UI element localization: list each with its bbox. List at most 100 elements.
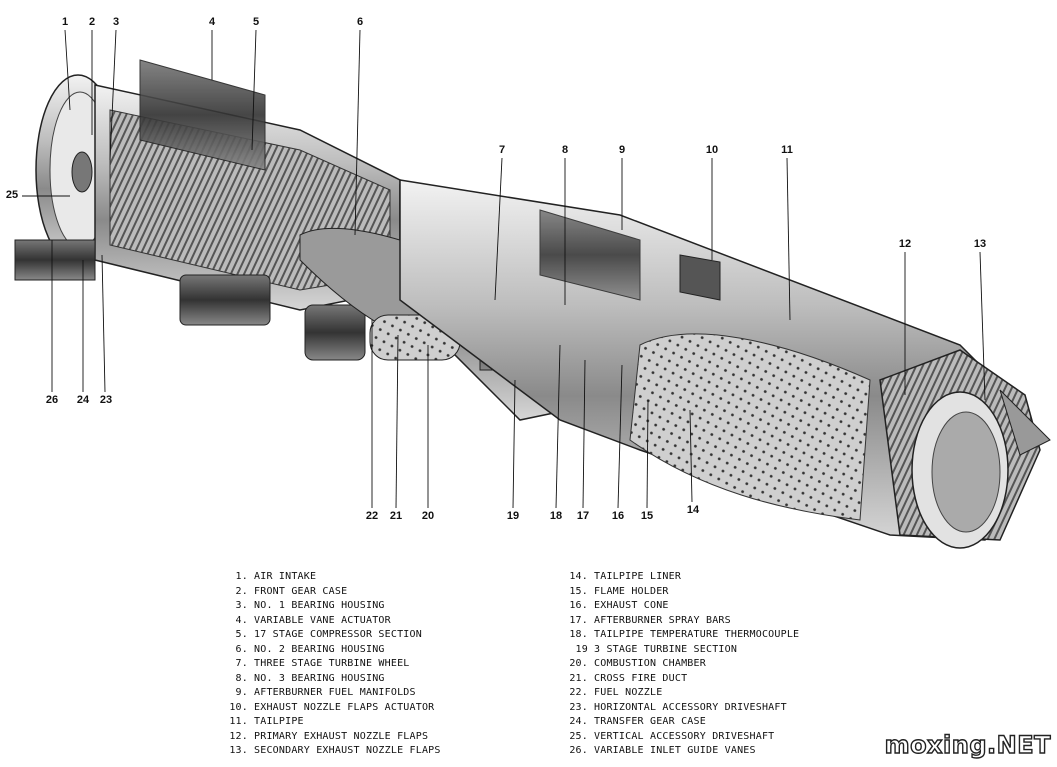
legend-item-label: CROSS FIRE DUCT: [594, 672, 688, 684]
callout-24: 24: [76, 394, 90, 406]
legend-item-label: VERTICAL ACCESSORY DRIVESHAFT: [594, 730, 775, 742]
legend-item: 23. HORIZONTAL ACCESSORY DRIVESHAFT: [566, 701, 799, 716]
callout-8: 8: [561, 144, 569, 156]
legend-item-label: NO. 3 BEARING HOUSING: [254, 672, 385, 684]
callout-3: 3: [112, 16, 120, 28]
callout-14: 14: [686, 504, 700, 516]
leader-lines: [22, 29, 986, 509]
legend-item-number: 12.: [229, 730, 248, 742]
callout-5: 5: [252, 16, 260, 28]
legend-item: 4. VARIABLE VANE ACTUATOR: [226, 614, 441, 629]
legend-item-number: 17.: [569, 614, 588, 626]
legend-item-number: 26.: [569, 745, 588, 756]
legend-item-label: VARIABLE INLET GUIDE VANES: [594, 745, 756, 756]
legend-item: 18. TAILPIPE TEMPERATURE THERMOCOUPLE: [566, 628, 799, 643]
callout-7: 7: [498, 144, 506, 156]
callout-11: 11: [781, 144, 793, 156]
legend-item: 26. VARIABLE INLET GUIDE VANES: [566, 744, 799, 759]
legend-item-label: TAILPIPE: [254, 716, 304, 727]
exhaust-nozzle-part: [879, 349, 1051, 549]
legend-item-number: 4.: [235, 614, 248, 626]
callout-10: 10: [705, 144, 719, 156]
legend-item-label: SECONDARY EXHAUST NOZZLE FLAPS: [254, 745, 441, 756]
accessory-gearbox-part: [14, 239, 366, 361]
legend-item-number: 20.: [569, 658, 588, 669]
callout-17: 17: [576, 510, 590, 522]
callout-13: 13: [973, 238, 987, 250]
legend-item-label: FLAME HOLDER: [594, 585, 669, 597]
legend-item-number: 18.: [569, 629, 588, 640]
legend-item: 22. FUEL NOZZLE: [566, 686, 799, 701]
callout-15: 15: [640, 510, 654, 522]
legend-item: 11. TAILPIPE: [226, 715, 441, 730]
legend-item-number: 3.: [235, 600, 248, 611]
legend-item-number: 23.: [569, 701, 588, 713]
legend-item-number: 16.: [569, 600, 588, 611]
legend-item-number: 24.: [569, 716, 588, 727]
legend-item-label: COMBUSTION CHAMBER: [594, 658, 706, 669]
legend-item-label: THREE STAGE TURBINE WHEEL: [254, 658, 410, 669]
legend-item: 14. TAILPIPE LINER: [566, 570, 799, 585]
legend-item-number: 13.: [229, 745, 248, 756]
legend-item-label: TAILPIPE TEMPERATURE THERMOCOUPLE: [594, 629, 800, 640]
callout-26: 26: [45, 394, 59, 406]
legend-item-label: 3 STAGE TURBINE SECTION: [594, 643, 738, 655]
legend-item-number: 2.: [235, 585, 248, 597]
legend-item-label: EXHAUST NOZZLE FLAPS ACTUATOR: [254, 701, 435, 713]
legend-item-label: NO. 2 BEARING HOUSING: [254, 643, 385, 655]
legend-item-number: 19: [575, 643, 588, 655]
legend-item: 19 3 STAGE TURBINE SECTION: [566, 643, 799, 658]
legend-item-number: 22.: [569, 687, 588, 698]
callout-25: 25: [5, 189, 19, 201]
legend-item-label: FUEL NOZZLE: [594, 687, 663, 698]
callout-4: 4: [208, 16, 216, 28]
legend-item-number: 6.: [235, 643, 248, 655]
legend-item-label: EXHAUST CONE: [594, 600, 669, 611]
legend-item: 3. NO. 1 BEARING HOUSING: [226, 599, 441, 614]
legend-item: 20. COMBUSTION CHAMBER: [566, 657, 799, 672]
legend-item: 15.FLAME HOLDER: [566, 585, 799, 600]
legend-item-label: PRIMARY EXHAUST NOZZLE FLAPS: [254, 730, 429, 742]
legend-item-label: 17 STAGE COMPRESSOR SECTION: [254, 629, 422, 640]
legend-item: 12. PRIMARY EXHAUST NOZZLE FLAPS: [226, 730, 441, 745]
callout-9: 9: [618, 144, 626, 156]
callout-22: 22: [365, 510, 379, 522]
legend-item: 17.AFTERBURNER SPRAY BARS: [566, 614, 799, 629]
legend-item: 1.AIR INTAKE: [226, 570, 441, 585]
legend-item-number: 9.: [235, 687, 248, 698]
callout-21: 21: [389, 510, 403, 522]
legend-item-number: 14.: [569, 571, 588, 582]
legend-item: 16. EXHAUST CONE: [566, 599, 799, 614]
legend-item-label: NO. 1 BEARING HOUSING: [254, 600, 385, 611]
callout-2: 2: [88, 16, 96, 28]
legend-item-number: 11.: [229, 716, 248, 727]
legend-item-label: VARIABLE VANE ACTUATOR: [254, 614, 391, 626]
callout-1: 1: [61, 16, 69, 28]
legend-item: 13. SECONDARY EXHAUST NOZZLE FLAPS: [226, 744, 441, 759]
callout-20: 20: [421, 510, 435, 522]
legend-item: 8.NO. 3 BEARING HOUSING: [226, 672, 441, 687]
watermark-logo: moxing.NET: [884, 730, 1051, 759]
legend-item: 6. NO. 2 BEARING HOUSING: [226, 643, 441, 658]
legend-item-number: 1.: [235, 571, 248, 582]
legend-item: 10. EXHAUST NOZZLE FLAPS ACTUATOR: [226, 701, 441, 716]
legend-item: 9.AFTERBURNER FUEL MANIFOLDS: [226, 686, 441, 701]
legend-item: 7. THREE STAGE TURBINE WHEEL: [226, 657, 441, 672]
legend-item-label: FRONT GEAR CASE: [254, 585, 348, 597]
legend-item: 24.TRANSFER GEAR CASE: [566, 715, 799, 730]
legend-item-label: HORIZONTAL ACCESSORY DRIVESHAFT: [594, 701, 787, 713]
legend-item-label: TAILPIPE LINER: [594, 571, 682, 582]
legend-item-number: 7.: [235, 658, 248, 669]
legend-item: 25.VERTICAL ACCESSORY DRIVESHAFT: [566, 730, 799, 745]
callout-12: 12: [898, 238, 912, 250]
legend-item: 2. FRONT GEAR CASE: [226, 585, 441, 600]
callout-19: 19: [506, 510, 520, 522]
legend-item-number: 5.: [235, 629, 248, 640]
legend-item-number: 21.: [569, 672, 588, 684]
legend-item-number: 10.: [229, 701, 248, 713]
legend-item: 21. CROSS FIRE DUCT: [566, 672, 799, 687]
